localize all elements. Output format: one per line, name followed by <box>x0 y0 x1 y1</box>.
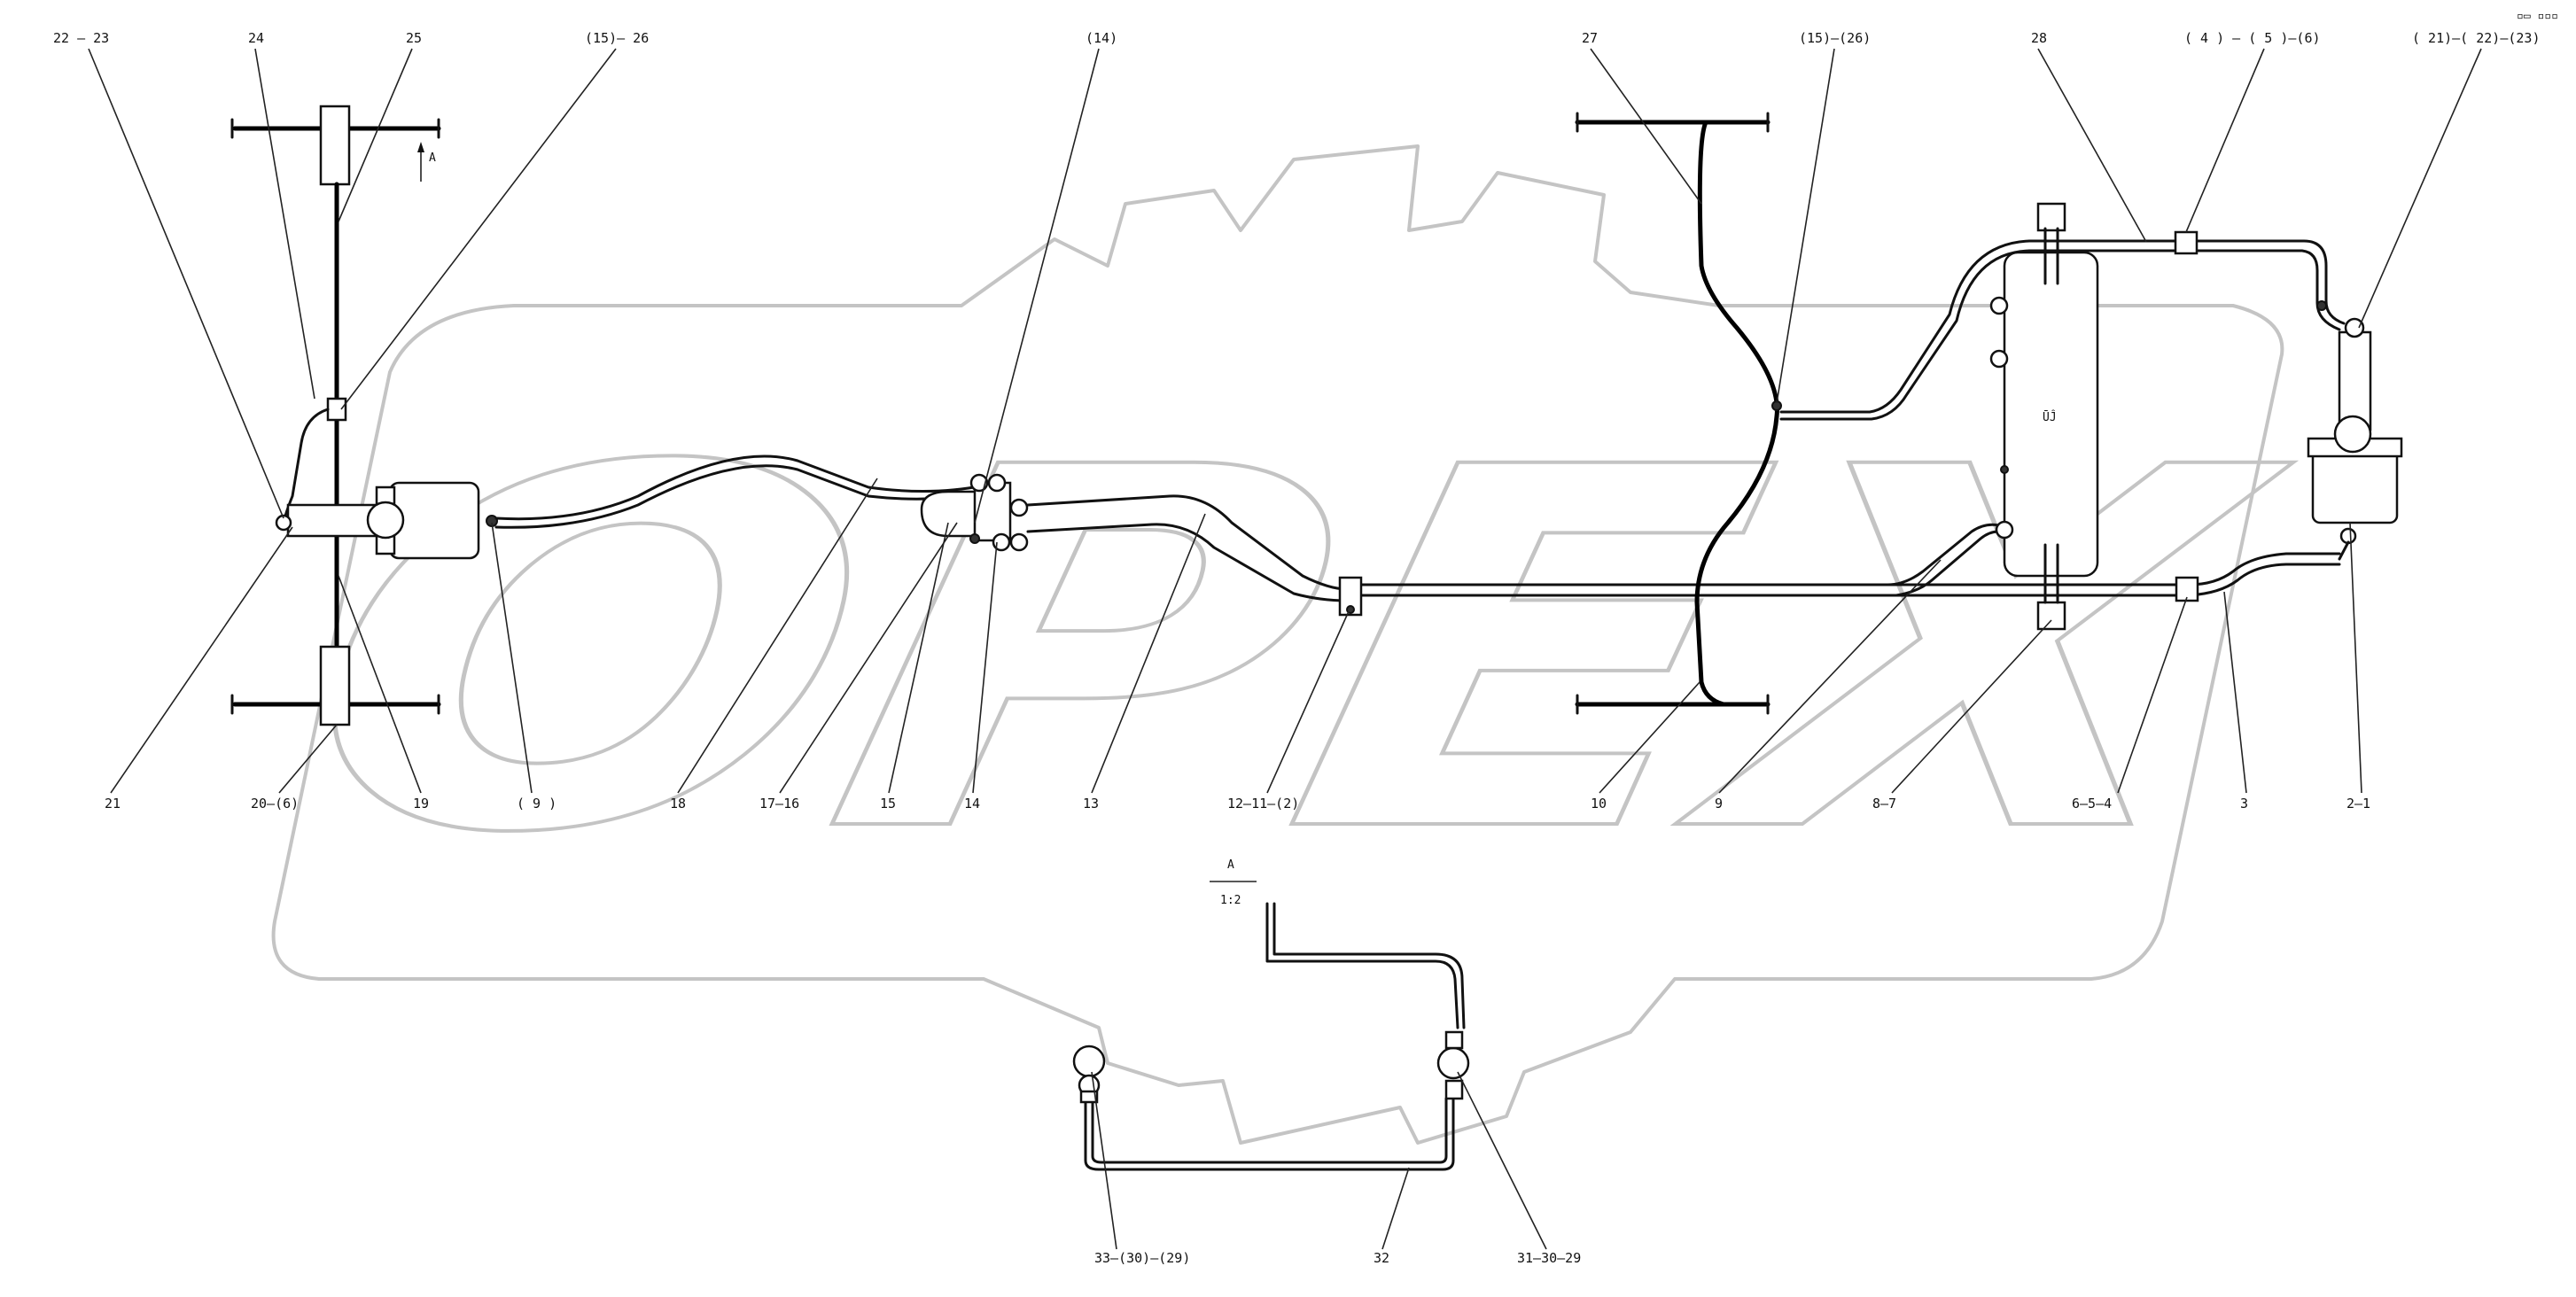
view-a-section: A 1:2 <box>1072 858 1470 1171</box>
callout-21-22-23: ( 21)—( 22)—(23) <box>2412 30 2541 46</box>
pipe-27-assembly <box>1575 112 1782 715</box>
brake-chamber-fitting <box>275 514 292 532</box>
watermark-text: OPEX <box>261 363 2315 942</box>
callout-15-26-right: (15)—(26) <box>1799 30 1871 46</box>
relay-valve <box>920 473 1029 552</box>
mount-bracket-top <box>319 105 351 186</box>
hose-18 <box>494 454 985 521</box>
callout-8-7: 8—7 <box>1872 796 1896 812</box>
corner-mark: ▫▭ ▫▫▫ <box>2517 10 2558 23</box>
brake-valve-body <box>2338 330 2372 431</box>
pipe-32-upper <box>1265 902 1459 1029</box>
watermark-gear <box>271 144 2284 1145</box>
callout-31-30-29: 31—30—29 <box>1517 1250 1581 1266</box>
leader-lines <box>88 48 2482 1250</box>
tank-bracket-top <box>2036 202 2066 232</box>
tank-marking: ŪĴ <box>2043 410 2057 424</box>
callout-19: 19 <box>413 796 429 812</box>
right-brake-chamber <box>2307 317 2403 561</box>
main-piping <box>494 454 2341 617</box>
brake-chamber-right-actuator <box>2333 415 2372 454</box>
callout-3: 3 <box>2240 796 2248 812</box>
clamp-6-5-4 <box>2175 576 2199 602</box>
callout-21: 21 <box>105 796 121 812</box>
callout-4-5-6: ( 4 ) — ( 5 )—(6) <box>2184 30 2321 46</box>
fitting-31 <box>1436 1030 1470 1100</box>
callout-13: 13 <box>1083 796 1099 812</box>
callout-2-1: 2—1 <box>2346 796 2370 812</box>
callout-9: 9 <box>1715 796 1723 812</box>
mount-bracket-bottom <box>319 645 351 726</box>
view-a-arrow-label: A <box>429 151 436 165</box>
callout-9-paren: ( 9 ) <box>517 796 556 812</box>
callout-32: 32 <box>1374 1250 1389 1266</box>
left-axle-assembly: A <box>230 105 498 726</box>
view-a-section-label: A <box>1227 858 1234 872</box>
pipe-27 <box>1694 120 1779 707</box>
callout-14-top: (14) <box>1086 30 1117 46</box>
callout-15-26-left: (15)— 26 <box>585 30 649 46</box>
tank-body <box>2003 251 2099 578</box>
callout-10: 10 <box>1591 796 1607 812</box>
callout-27: 27 <box>1582 30 1598 46</box>
view-a-scale: 1:2 <box>1220 894 1241 907</box>
brake-chamber-right <box>2311 446 2399 524</box>
air-tank: ŪĴ <box>1989 202 2099 631</box>
tee-fitting <box>326 397 347 422</box>
brake-chamber-actuator <box>366 501 405 540</box>
pipe-9 <box>1886 523 2000 586</box>
callout-14: 14 <box>964 796 980 812</box>
fitting-33 <box>1072 1045 1106 1104</box>
callout-25: 25 <box>406 30 422 46</box>
callout-33-30-29: 33—(30)—(29) <box>1094 1250 1190 1266</box>
callout-28: 28 <box>2031 30 2047 46</box>
callout-15: 15 <box>880 796 896 812</box>
callout-24: 24 <box>248 30 264 46</box>
callout-12-11-2: 12—11—(2) <box>1227 796 1299 812</box>
pipe-13-upper <box>1026 494 1349 591</box>
callout-labels: 22 — 23 24 25 (15)— 26 (14) 27 (15)—(26)… <box>53 30 2541 1266</box>
watermark: OPEX <box>259 144 2316 1145</box>
callout-18: 18 <box>670 796 686 812</box>
callout-20-6: 20—(6) <box>251 796 299 812</box>
callout-6-5-4: 6—5—4 <box>2072 796 2112 812</box>
fitting-4-5-6 <box>2174 230 2199 255</box>
pipe-13-lower <box>1026 523 1349 602</box>
pipe-3 <box>2187 552 2341 586</box>
pipe-32 <box>1084 1097 1455 1171</box>
callout-22-23: 22 — 23 <box>53 30 109 46</box>
tank-bracket-bottom <box>2036 601 2066 631</box>
callout-17-16: 17—16 <box>759 796 799 812</box>
top-right-piping <box>1779 230 2346 421</box>
